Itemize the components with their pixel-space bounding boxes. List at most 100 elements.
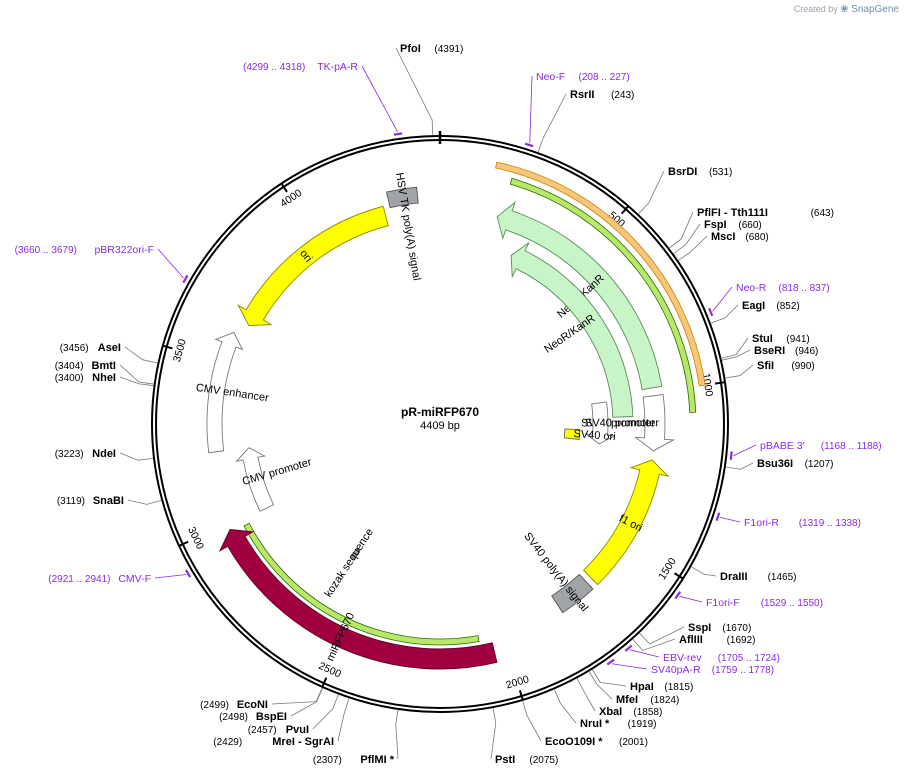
enzyme-pfoi-label[interactable]: PfoI <box>400 43 421 55</box>
primer-pbr322ori-f-site[interactable] <box>182 274 189 284</box>
primer-f1ori-r-site[interactable] <box>715 512 721 521</box>
enzyme-psti-label[interactable]: PstI <box>495 754 515 766</box>
enzyme-psti-leader <box>490 708 497 760</box>
primer-pbr322ori-f-leader <box>157 248 184 279</box>
primer-tk-pa-r-site[interactable] <box>393 132 403 136</box>
enzyme-bmti-leader <box>119 364 154 385</box>
enzyme-bsu36i-label[interactable]: Bsu36I <box>757 458 793 470</box>
enzyme-bspei-label[interactable]: BspEI <box>256 711 287 723</box>
enzyme-pflfi-tth111i-position: (643) <box>811 208 834 219</box>
enzyme-draiii-label[interactable]: DraIII <box>720 571 748 583</box>
primer-f1ori-r-leader <box>719 516 741 523</box>
primer-neo-r-site[interactable] <box>708 307 714 317</box>
primer-f1ori-r-label[interactable]: F1ori-R <box>744 517 779 529</box>
primer-tk-pa-r-label[interactable]: TK-pA-R <box>317 61 358 73</box>
enzyme-econi-label[interactable]: EcoNI <box>237 699 268 711</box>
enzyme-pvui-label[interactable]: PvuI <box>286 724 309 736</box>
primer-cmv-f-site[interactable] <box>184 569 192 578</box>
primer-neo-r-label[interactable]: Neo-R <box>736 282 767 294</box>
primer-f1ori-r-range: (1319 .. 1338) <box>799 518 861 529</box>
primer-neo-f-label[interactable]: Neo-F <box>536 71 565 83</box>
enzyme-msci-position: (680) <box>745 232 768 243</box>
enzyme-fspi-label[interactable]: FspI <box>704 219 727 231</box>
feature-sv40-promoter[interactable] <box>584 401 616 445</box>
primer-ebv-rev-label[interactable]: EBV-rev <box>663 652 702 664</box>
snapgene-logo: ❀ <box>840 4 849 15</box>
enzyme-xbai-label[interactable]: XbaI <box>599 706 622 718</box>
enzyme-asei-position: (3456) <box>60 343 89 354</box>
enzyme-nrui-label[interactable]: NruI * <box>580 718 610 730</box>
scale-tick-label: 2000 <box>505 673 531 691</box>
enzyme-econi-position: (2499) <box>200 700 229 711</box>
feature-kozak-sequence-label: kozak sequence <box>323 526 376 599</box>
enzyme-bseri-label[interactable]: BseRI <box>754 345 785 357</box>
enzyme-pflmi-position: (2307) <box>313 755 342 766</box>
primer-f1ori-f-site[interactable] <box>674 591 682 600</box>
enzyme-bmti-label[interactable]: BmtI <box>92 360 116 372</box>
enzyme-ndei-label[interactable]: NdeI <box>92 448 116 460</box>
scale-tick-label: 1500 <box>656 556 679 582</box>
enzyme-bspei-leader <box>290 687 323 717</box>
enzyme-stui-label[interactable]: StuI <box>752 333 773 345</box>
enzyme-sfii-label[interactable]: SfiI <box>757 360 774 372</box>
primer-cmv-f-range: (2921 .. 2941) <box>48 574 110 585</box>
enzyme-mrei-sgrai-label[interactable]: MreI - SgrAI <box>272 736 334 748</box>
orf-band <box>495 161 706 387</box>
enzyme-mfei-position: (1824) <box>650 695 679 706</box>
primer-ebv-rev-range: (1705 .. 1724) <box>718 653 780 664</box>
enzyme-xbai-leader <box>576 678 596 712</box>
enzyme-nhei-label[interactable]: NheI <box>92 372 116 384</box>
enzyme-nrui-position: (1919) <box>628 719 657 730</box>
enzyme-bmti-position: (3404) <box>55 361 84 372</box>
feature-f1-ori[interactable] <box>582 459 670 586</box>
feature-hsv-tk-poly-a-signal[interactable] <box>385 186 419 209</box>
primer-sv40pa-r-site[interactable] <box>606 658 615 666</box>
enzyme-nrui-leader <box>553 689 577 724</box>
feature-neor-kanr[interactable] <box>510 242 634 418</box>
enzyme-mfei-label[interactable]: MfeI <box>616 694 638 706</box>
primer-sv40pa-r-label[interactable]: SV40pA-R <box>651 664 701 676</box>
enzyme-msci-label[interactable]: MscI <box>711 231 735 243</box>
primer-pbr322ori-f-label[interactable]: pBR322ori-F <box>94 244 154 256</box>
enzyme-sspi-label[interactable]: SspI <box>688 622 711 634</box>
enzyme-asei-label[interactable]: AseI <box>98 342 121 354</box>
primer-ebv-rev-site[interactable] <box>624 644 633 652</box>
enzyme-mrei-sgrai-position: (2429) <box>213 737 242 748</box>
enzyme-ecoo109i-label[interactable]: EcoO109I * <box>545 736 603 748</box>
primer-cmv-f-label[interactable]: CMV-F <box>118 573 151 585</box>
credit-brand: SnapGene <box>851 4 899 15</box>
enzyme-snabi-label[interactable]: SnaBI <box>93 495 124 507</box>
primer-pbabe-3-site[interactable] <box>729 451 733 460</box>
scale-tick <box>321 677 328 688</box>
enzyme-draiii-position: (1465) <box>768 572 797 583</box>
enzyme-eagi-label[interactable]: EagI <box>742 300 765 312</box>
enzyme-msci-leader <box>678 235 708 261</box>
feature-cmv-promoter[interactable] <box>235 447 275 512</box>
feature-kozak-sequence[interactable] <box>350 547 361 560</box>
enzyme-pflfi-tth111i-label[interactable]: PflFI - Tth111I <box>697 207 768 219</box>
enzyme-hpai-label[interactable]: HpaI <box>630 681 654 693</box>
enzyme-pfoi-position: (4391) <box>434 44 463 55</box>
feature-neor-kanr[interactable] <box>496 201 663 391</box>
feature-mirfp670[interactable] <box>218 529 498 670</box>
enzyme-ecoo109i-leader <box>522 700 542 742</box>
primer-pbabe-3-leader <box>733 444 757 457</box>
enzyme-nhei-leader <box>119 376 154 387</box>
backbone <box>151 131 729 713</box>
enzyme-bsu36i-position: (1207) <box>805 459 834 470</box>
feature-sv40-poly-a-signal[interactable] <box>551 573 594 614</box>
enzyme-stui-leader <box>721 337 749 359</box>
feature-ori[interactable] <box>237 205 389 327</box>
feature-cmv-enhancer[interactable] <box>206 331 244 454</box>
enzyme-bsrdi-label[interactable]: BsrDI <box>668 166 697 178</box>
primer-sv40pa-r-range: (1759 .. 1778) <box>712 665 774 676</box>
primer-neo-f-site[interactable] <box>524 142 534 148</box>
primer-sites: TK-pA-R(4299 .. 4318)Neo-F(208 .. 227)Ne… <box>15 61 882 676</box>
enzyme-rsrii-label[interactable]: RsrII <box>570 89 594 101</box>
primer-pbabe-3-label[interactable]: pBABE 3' <box>760 440 805 452</box>
enzyme-pflmi-label[interactable]: PflMI * <box>360 754 394 766</box>
feature-sv40-promoter[interactable] <box>634 394 676 452</box>
feature-sv40-ori[interactable] <box>563 428 581 440</box>
enzyme-afliii-label[interactable]: AflIII <box>679 634 703 646</box>
primer-f1ori-f-label[interactable]: F1ori-F <box>706 597 740 609</box>
